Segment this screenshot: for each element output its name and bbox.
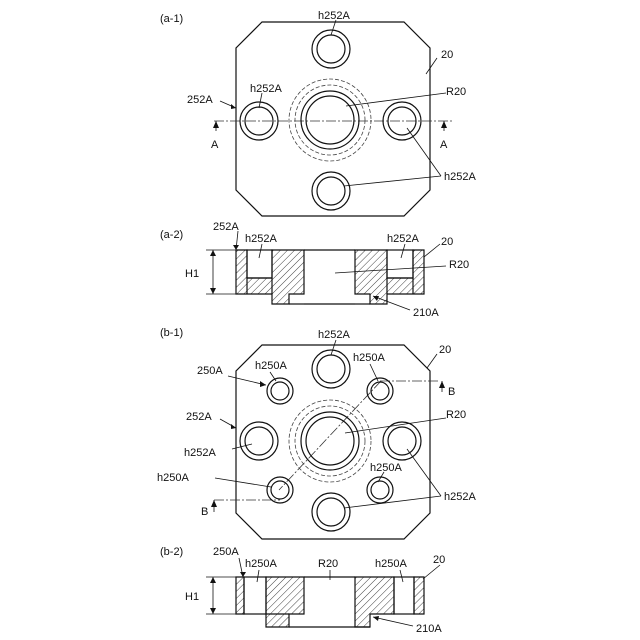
- figure-b2: (b-2) H1 250A h250A R20 h250A 20 210A: [160, 546, 445, 635]
- label-step-a2: 210A: [413, 307, 439, 319]
- hole-bottom-a1: [312, 172, 350, 210]
- section-left-a2: [236, 250, 304, 304]
- figure-a1: (a-1) A A: [160, 10, 476, 216]
- label-center-bore-a1: R20: [446, 86, 466, 98]
- small-hole-tr-b1: [367, 378, 393, 404]
- section-label-right-a1: A: [440, 139, 448, 151]
- label-top-hole-a1: h252A: [318, 10, 350, 22]
- label-center-bore-b1: R20: [446, 409, 466, 421]
- section-label-right-b1: B: [448, 386, 455, 398]
- hole-right-b1: [383, 422, 421, 460]
- label-bore-a2: R20: [449, 259, 469, 271]
- label-left-hole-b2: h250A: [245, 558, 277, 570]
- through-hole-right-b2: [394, 577, 414, 614]
- label-height-a2: H1: [185, 268, 199, 280]
- section-left-b2: [266, 577, 304, 627]
- section-edge-left-b2: [236, 577, 244, 614]
- label-small-hole-bl-b1: h250A: [157, 472, 189, 484]
- arrow-head-right-a1: [441, 121, 447, 128]
- panel-label-b1: (b-1): [160, 327, 183, 339]
- label-edge-a2: 252A: [213, 221, 239, 233]
- label-left-hole-a2: h252A: [245, 233, 277, 245]
- section-edge-right-b2: [414, 577, 424, 614]
- small-hole-br-b1: [367, 477, 393, 503]
- hole-top-b1: [312, 350, 350, 388]
- label-small-hole-tr-b1: h250A: [353, 352, 385, 364]
- hole-left-b1: [240, 422, 278, 460]
- label-plate-a1: 20: [441, 49, 453, 61]
- label-top-hole-b1: h252A: [318, 329, 350, 341]
- panel-label-b2: (b-2): [160, 546, 183, 558]
- panel-label-a2: (a-2): [160, 229, 183, 241]
- figure-a2: (a-2) H1 252A h252A h252A: [160, 221, 469, 319]
- plate-outline-a1: [236, 22, 430, 216]
- label-left-hole-b1: h252A: [184, 447, 216, 459]
- panel-label-a1: (a-1): [160, 13, 183, 25]
- label-edge-large-b1: 252A: [186, 411, 212, 423]
- section-right-a2: [355, 250, 424, 304]
- through-hole-left-b2: [244, 577, 266, 614]
- small-hole-tl-b1: [267, 378, 293, 404]
- bore-outer-a1: [301, 91, 359, 149]
- section-line-diagonal-b1: [279, 381, 381, 490]
- label-height-b2: H1: [185, 591, 199, 603]
- counterbore-right-a2: [387, 250, 413, 278]
- label-bottom-holes-b1: h252A: [444, 491, 476, 503]
- small-hole-bl-b1: [267, 477, 293, 503]
- label-bore-b2: R20: [318, 558, 338, 570]
- label-bottom-holes-a1: h252A: [444, 171, 476, 183]
- hole-top-a1: [312, 30, 350, 68]
- label-left-edge-a1: 252A: [187, 94, 213, 106]
- section-label-left-b1: B: [201, 506, 208, 518]
- label-small-hole-br-b1: h250A: [370, 462, 402, 474]
- hole-bottom-b1: [312, 493, 350, 531]
- label-small-hole-tl-b1: h250A: [255, 360, 287, 372]
- label-step-b2: 210A: [416, 623, 442, 635]
- plate-outline-b1: [236, 345, 430, 539]
- bore-outer-b1: [301, 412, 359, 470]
- label-edge-b2: 250A: [213, 546, 239, 558]
- label-left-hole-a1: h252A: [250, 83, 282, 95]
- arrow-head-left-a1: [213, 121, 219, 128]
- figure-b1: (b-1) B B: [157, 327, 476, 539]
- label-edge-small-b1: 250A: [197, 365, 223, 377]
- section-right-b2: [355, 577, 394, 627]
- bore-inner-a1: [306, 96, 354, 144]
- label-plate-b2: 20: [433, 554, 445, 566]
- label-right-hole-b2: h250A: [375, 558, 407, 570]
- section-label-left-a1: A: [211, 139, 219, 151]
- bore-inner-b1: [306, 417, 354, 465]
- label-plate-b1: 20: [439, 344, 451, 356]
- label-right-hole-a2: h252A: [387, 233, 419, 245]
- label-plate-a2: 20: [441, 236, 453, 248]
